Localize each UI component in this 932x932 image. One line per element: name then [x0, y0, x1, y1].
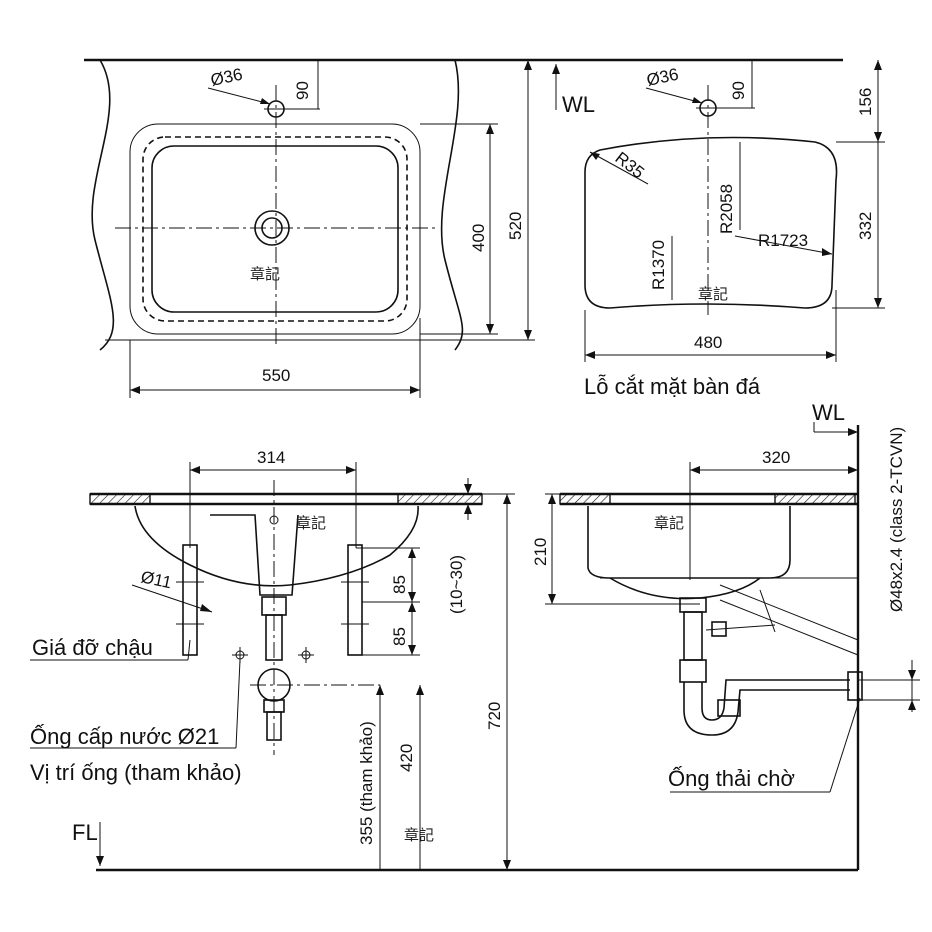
dim-210: 210 — [531, 538, 550, 566]
watermark: 章記 — [698, 285, 728, 303]
watermark: 章記 — [654, 514, 684, 532]
front-view: 314 Ø11 85 85 (10~30) 420 355 (tham khảo… — [30, 448, 515, 870]
basin-rim — [129, 123, 421, 335]
watermark: 章記 — [296, 514, 326, 532]
dim-depth-520: 520 — [506, 212, 525, 240]
counter-break-right — [440, 59, 464, 351]
side-basin-bottom — [609, 577, 761, 600]
label-bracket: Giá đỡ chậu — [32, 635, 153, 660]
dim-d11: Ø11 — [139, 567, 173, 592]
cutout-view: WL Ø36 90 R35 R2058 R1723 R1370 156 332 — [552, 60, 885, 399]
side-drain-pipe — [683, 611, 703, 661]
cutout-caption: Lỗ cắt mặt bàn đá — [584, 374, 761, 399]
counter-break-left — [91, 59, 115, 351]
watermark: 章記 — [250, 265, 280, 283]
dim-314: 314 — [257, 448, 285, 467]
watermark: 章記 — [404, 826, 434, 844]
side-basin-body — [587, 506, 791, 579]
dim-width-550: 550 — [262, 366, 290, 385]
dim-r35: R35 — [612, 148, 648, 182]
label-fl: FL — [72, 820, 98, 845]
bracket-left — [182, 544, 198, 656]
side-counter-hatch-right — [774, 493, 856, 505]
dim-156: 156 — [856, 88, 875, 116]
dim-420: 420 — [397, 744, 416, 772]
wall-fitting — [847, 671, 863, 701]
side-bracket-diagonal — [719, 584, 859, 641]
cutout-dim-hole-dia: Ø36 — [645, 65, 680, 90]
dim-480: 480 — [694, 333, 722, 352]
dim-r1723: R1723 — [758, 231, 808, 250]
dim-pipe-spec: Ø48x2.4 (class 2-TCVN) — [887, 427, 906, 612]
front-basin-bowl — [134, 505, 419, 587]
basin-underside — [142, 136, 408, 322]
cutout-outline — [584, 136, 838, 309]
dim-10-30: (10~30) — [447, 555, 466, 614]
wl-label-side: WL — [812, 400, 845, 425]
top-view: Ø36 90 550 400 520 章記 — [84, 58, 843, 398]
dim-320: 320 — [762, 448, 790, 467]
label-drain: Ống thải chờ — [668, 765, 795, 791]
side-trap-nut — [679, 659, 707, 683]
wl-label-top: WL — [562, 92, 595, 117]
side-view: WL 320 210 Ø48x2.4 (class 2-TCVN) Ống th… — [531, 400, 920, 870]
counter-hatch-right — [397, 493, 483, 505]
side-trap-coupling — [717, 699, 741, 717]
label-supply-pipe: Ống cấp nước Ø21 — [30, 723, 219, 749]
dim-hole-dia: Ø36 — [209, 65, 244, 90]
basin-bowl — [151, 145, 399, 313]
label-pipe-position: Vị trí ống (tham khảo) — [30, 760, 242, 785]
side-trap-inner — [701, 679, 850, 721]
side-trap-outer — [683, 682, 850, 736]
dim-85-lower: 85 — [390, 627, 409, 646]
counter-hatch-left — [89, 493, 151, 505]
dim-r2058: R2058 — [717, 184, 736, 234]
bracket-right — [347, 544, 363, 656]
dim-720: 720 — [485, 702, 504, 730]
cutout-dim-hole-offset: 90 — [729, 81, 748, 100]
dim-depth-400: 400 — [469, 224, 488, 252]
front-overflow — [210, 514, 299, 596]
supply-hose — [705, 624, 776, 631]
side-counter-hatch-left — [559, 493, 611, 505]
dim-355: 355 (tham khảo) — [357, 721, 376, 845]
dim-85-upper: 85 — [390, 575, 409, 594]
dim-332: 332 — [856, 212, 875, 240]
dim-hole-offset: 90 — [293, 81, 312, 100]
dim-r1370: R1370 — [649, 240, 668, 290]
side-drain-nut — [679, 597, 707, 613]
